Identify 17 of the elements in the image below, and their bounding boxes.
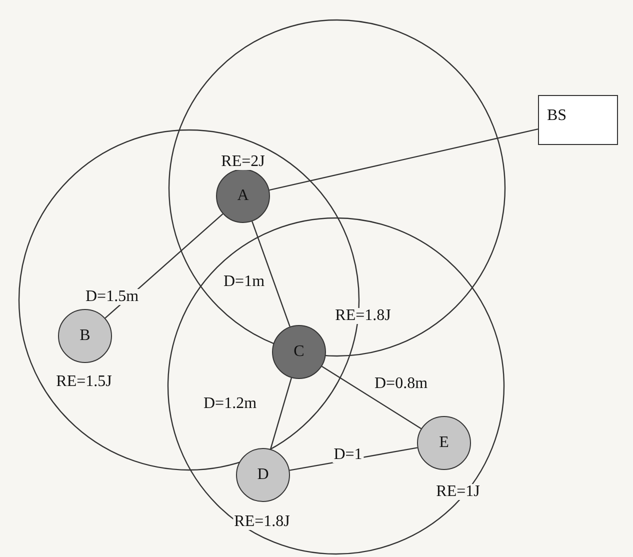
energy-label: RE=1.8J	[334, 308, 392, 324]
connector-line	[322, 366, 422, 430]
node-label: D	[257, 465, 269, 485]
energy-label: RE=2J	[220, 154, 266, 170]
energy-label: RE=1.8J	[233, 514, 291, 530]
node-label: C	[294, 342, 304, 362]
node-label: A	[237, 186, 249, 206]
connector-line	[270, 378, 292, 450]
base-station-box	[538, 95, 618, 145]
node-label: E	[439, 433, 449, 453]
distance-label: D=1	[332, 447, 364, 463]
connector-line	[252, 221, 290, 327]
connector-line	[269, 128, 538, 191]
energy-label: RE=1J	[435, 484, 481, 500]
node-label: B	[80, 326, 90, 346]
distance-label: D=1.5m	[84, 289, 140, 305]
node-label: BS	[547, 106, 567, 126]
